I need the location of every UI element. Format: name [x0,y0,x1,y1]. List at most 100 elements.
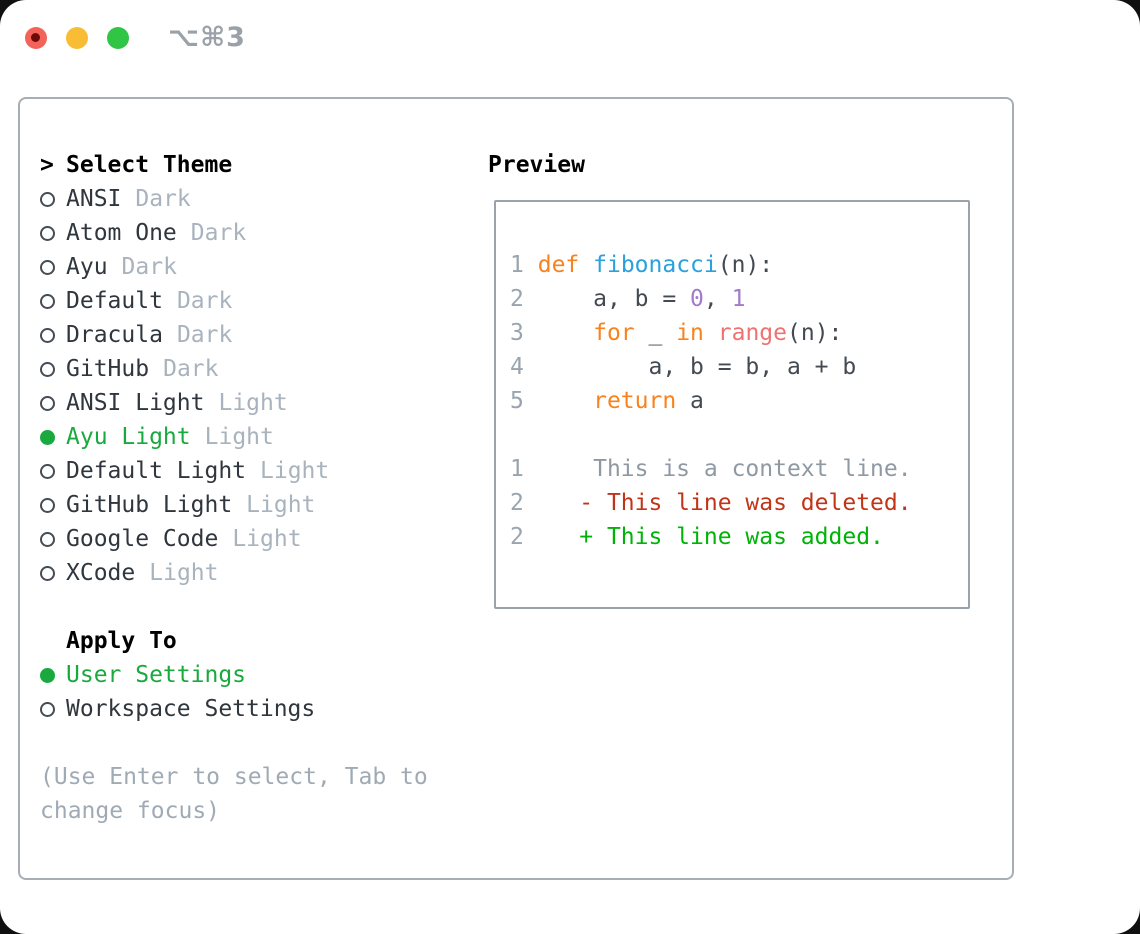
code-token-pl [524,388,593,414]
radio-circle [40,259,55,275]
theme-option-ayu[interactable]: Ayu Dark [40,250,462,284]
radio-circle [40,225,55,241]
preview-header: Preview [488,152,585,178]
apply-option-user-settings[interactable]: User Settings [40,658,462,692]
theme-option-label: Ayu [66,254,108,280]
radio-circle [40,497,55,513]
theme-variant-badge: Light [246,492,316,518]
code-line: 2 a, b = 0, 1 [510,282,958,316]
code-line [510,418,958,452]
radio-icon [40,701,66,717]
radio-circle [40,293,55,309]
code-line: 2 - This line was deleted. [510,486,958,520]
radio-circle [40,463,55,479]
apply-option-workspace-settings[interactable]: Workspace Settings [40,692,462,726]
select-theme-title: Select Theme [66,152,233,178]
code-token-fn: fibonacci [593,252,718,278]
apply-to-title: Apply To [66,628,177,654]
traffic-lights [25,27,129,49]
code-token-pl: _ [634,320,677,346]
code-line: 3 for _ in range(n): [510,316,958,350]
radio-icon [40,395,66,411]
radio-icon [40,497,66,513]
theme-option-dracula[interactable]: Dracula Dark [40,318,462,352]
code-token-ln: 1 [510,456,524,482]
theme-option-label: ANSI Light [66,390,205,416]
theme-option-label: Ayu Light [66,424,191,450]
code-token-pl: a, b = b, a + b [523,354,857,380]
theme-option-atom-one[interactable]: Atom One Dark [40,216,462,250]
zoom-button[interactable] [107,27,129,49]
code-token-ln: 4 [510,354,524,380]
radio-circle [40,191,55,207]
code-token-ln: 2 [510,524,524,550]
radio-icon [40,327,66,343]
apply-option-label: User Settings [66,662,247,688]
theme-option-label: ANSI [66,186,122,212]
code-token-kw: def [537,252,580,278]
theme-option-label: GitHub [66,356,150,382]
theme-variant-badge: Light [260,458,330,484]
radio-icon [40,293,66,309]
code-line: 5 return a [510,384,958,418]
theme-variant-badge: Dark [135,186,191,212]
code-token-ln: 2 [510,286,524,312]
code-token-kw: for [593,320,635,346]
theme-option-label: Google Code [66,526,219,552]
code-token-pl: , [703,286,732,312]
code-token-pl: a, b = [523,286,691,312]
apply-option-label: Workspace Settings [66,696,316,722]
keyboard-hint-line2: change focus) [40,798,221,824]
theme-variant-badge: Light [232,526,302,552]
radio-icon [40,225,66,241]
theme-option-label: Atom One [66,220,177,246]
theme-variant-badge: Light [218,390,288,416]
code-token-add: + This line was added. [523,524,884,550]
theme-option-google-code[interactable]: Google Code Light [40,522,462,556]
code-token-ln: 1 [510,252,524,278]
theme-option-ansi-light[interactable]: ANSI Light Light [40,386,462,420]
apply-to-header: Apply To [40,624,462,658]
close-button[interactable] [25,27,47,49]
theme-option-ansi[interactable]: ANSI Dark [40,182,462,216]
theme-option-label: XCode [66,560,136,586]
theme-variant-badge: Dark [190,220,247,246]
code-token-kw: return [593,388,677,414]
spacer [40,726,462,760]
code-line: 4 a, b = b, a + b [510,350,958,384]
code-line: 1 This is a context line. [510,452,958,486]
window-shortcut-title: ⌥⌘3 [168,22,246,53]
theme-option-xcode[interactable]: XCode Light [40,556,462,590]
code-token-pl: a [676,388,704,414]
code-token-ln: 2 [510,490,524,516]
prompt-icon: > [40,152,54,178]
radio-icon [40,565,66,581]
radio-circle [40,701,55,717]
code-token-pn: 1 [731,286,746,312]
code-token-ln: 5 [510,388,524,414]
code-line: 1 def fibonacci(n): [510,248,958,282]
code-token-pn: 0 [690,286,704,312]
radio-circle [40,361,55,377]
radio-icon [40,361,66,377]
code-token-kw: in [676,320,704,346]
code-token-pl: (n): [787,320,843,346]
code-token-pl [579,252,593,278]
radio-circle [40,667,55,683]
theme-variant-badge: Dark [176,322,233,348]
theme-variant-badge: Dark [121,254,177,280]
code-token-del: - This line was deleted. [523,490,912,516]
radio-circle [40,327,55,343]
theme-option-label: Dracula [66,322,163,348]
code-token-ln: 3 [510,320,524,346]
minimize-button[interactable] [66,27,88,49]
theme-variant-badge: Light [149,560,219,586]
